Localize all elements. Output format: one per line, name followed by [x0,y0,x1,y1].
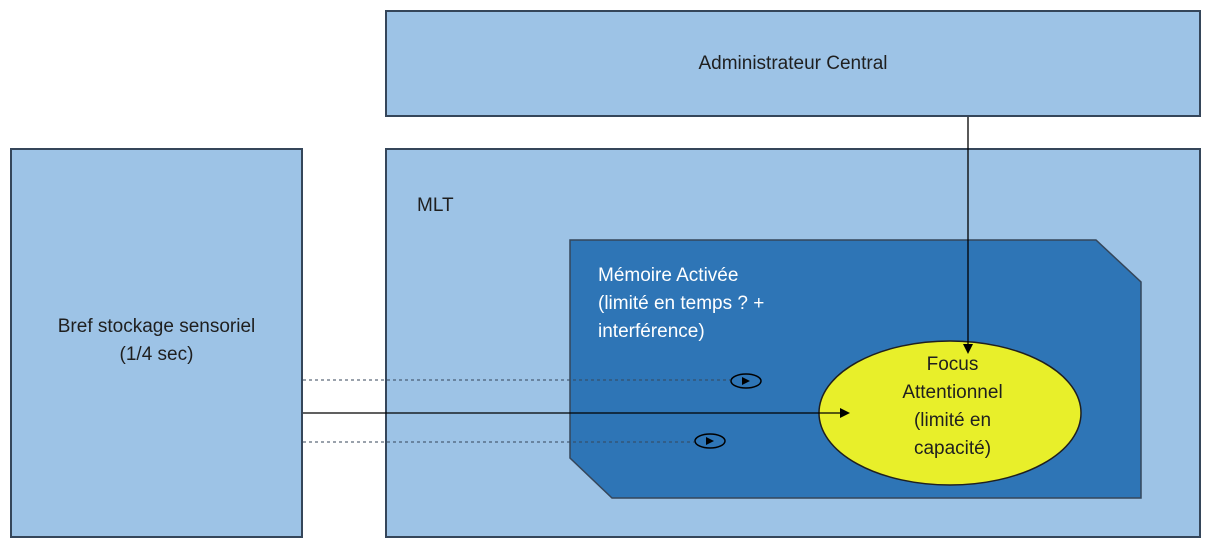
attention-focus-label-line4: capacité) [913,438,992,459]
attention-focus-label-line3: (limité en [913,410,992,431]
sensory-store-label-line1: Bref stockage sensoriel [57,316,256,337]
central-executive-box: Administrateur Central [385,10,1201,117]
activated-memory-label-line2: (limité en temps ? + [598,293,765,314]
attention-focus-label: Focus Attentionnel (limité en capacité) [880,351,1025,463]
sensory-store-label: Bref stockage sensoriel (1/4 sec) [12,313,301,369]
activated-memory-label-line1: Mémoire Activée [598,265,739,286]
activated-memory-label-line3: interférence) [598,321,705,342]
sensory-store-box: Bref stockage sensoriel (1/4 sec) [10,148,303,538]
sensory-to-focus-arrowhead [840,408,850,418]
activated-memory-label: Mémoire Activée (limité en temps ? + int… [598,262,764,346]
central-to-focus-arrowhead [963,344,973,354]
sensory-store-label-line2: (1/4 sec) [119,344,194,365]
long-term-memory-label: MLT [417,195,454,216]
attention-focus-label-line1: Focus [926,354,979,375]
activation-marker-icon-upper [730,373,762,389]
diagram-overlay [303,117,1142,499]
attention-focus-label-line2: Attentionnel [902,382,1003,403]
central-executive-label: Administrateur Central [698,52,888,74]
activation-marker-icon-lower [694,433,726,449]
